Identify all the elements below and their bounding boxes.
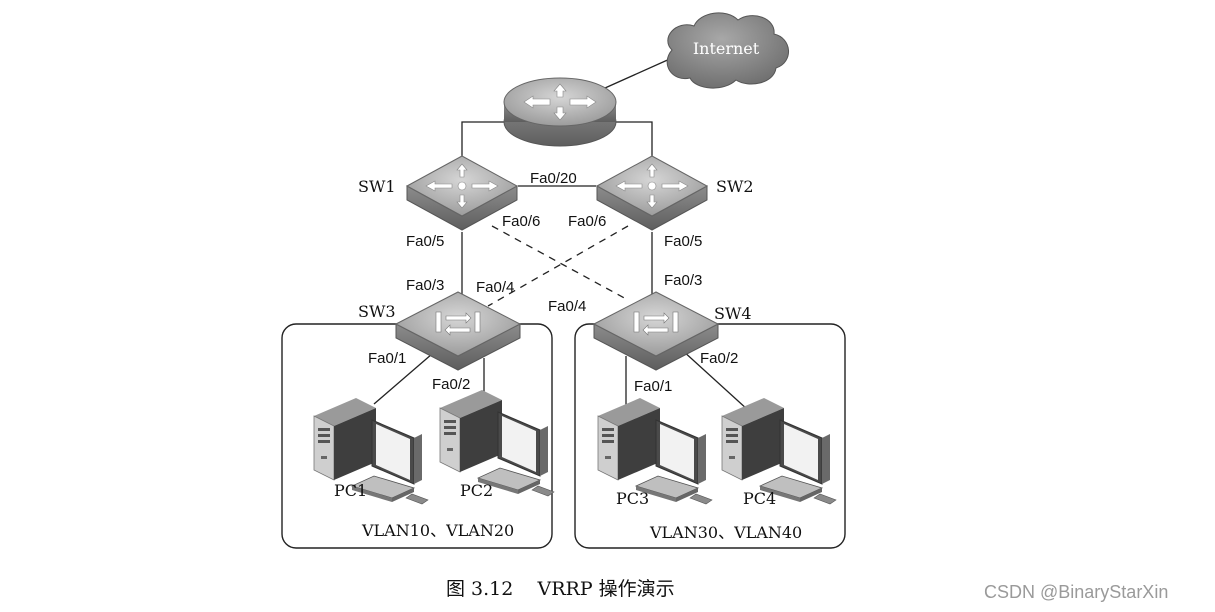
router-icon bbox=[503, 77, 617, 147]
port-sw1-fa06: Fa0/6 bbox=[502, 213, 540, 230]
pc2-icon bbox=[439, 389, 555, 497]
sw1-label: SW1 bbox=[358, 177, 396, 196]
watermark: CSDN @BinaryStarXin bbox=[984, 582, 1168, 602]
pc4-label: PC4 bbox=[743, 489, 776, 508]
port-sw4-fa01: Fa0/1 bbox=[634, 378, 672, 395]
port-sw4-fa03: Fa0/3 bbox=[664, 272, 702, 289]
internet-cloud-icon bbox=[666, 12, 789, 89]
link-sw3-pc1 bbox=[373, 353, 433, 405]
pc3-label: PC3 bbox=[616, 489, 649, 508]
links bbox=[373, 57, 749, 411]
sw2-icon bbox=[596, 155, 708, 231]
port-sw2-fa06: Fa0/6 bbox=[568, 213, 606, 230]
link-router-sw2 bbox=[605, 121, 653, 158]
pc2-label: PC2 bbox=[460, 481, 493, 500]
link-sw4-pc4 bbox=[681, 349, 749, 411]
internet-label: Internet bbox=[693, 39, 760, 58]
link-router-internet bbox=[604, 57, 673, 89]
figure-caption: 图 3.12 VRRP 操作演示 bbox=[446, 578, 675, 600]
link-sw2-sw3-backup bbox=[487, 225, 629, 307]
port-sw1-sw2: Fa0/20 bbox=[530, 170, 577, 187]
port-sw3-fa03: Fa0/3 bbox=[406, 277, 444, 294]
pc4-icon bbox=[721, 397, 837, 505]
pc1-label: PC1 bbox=[334, 481, 367, 500]
port-sw4-fa04: Fa0/4 bbox=[548, 298, 586, 315]
port-sw4-fa02: Fa0/2 bbox=[700, 350, 738, 367]
port-sw1-fa05: Fa0/5 bbox=[406, 233, 444, 250]
sw2-label: SW2 bbox=[716, 177, 754, 196]
vlan-group-left-label: VLAN10、VLAN20 bbox=[361, 521, 514, 540]
sw4-label: SW4 bbox=[714, 304, 752, 323]
sw3-label: SW3 bbox=[358, 302, 396, 321]
sw3-icon bbox=[395, 291, 521, 371]
sw1-icon bbox=[406, 155, 518, 231]
vlan-group-right-label: VLAN30、VLAN40 bbox=[649, 523, 802, 542]
pc1-icon bbox=[313, 397, 429, 505]
port-sw3-fa01: Fa0/1 bbox=[368, 350, 406, 367]
port-sw2-fa05: Fa0/5 bbox=[664, 233, 702, 250]
port-sw3-fa04: Fa0/4 bbox=[476, 279, 514, 296]
port-sw3-fa02: Fa0/2 bbox=[432, 376, 470, 393]
link-router-sw1 bbox=[461, 121, 510, 158]
